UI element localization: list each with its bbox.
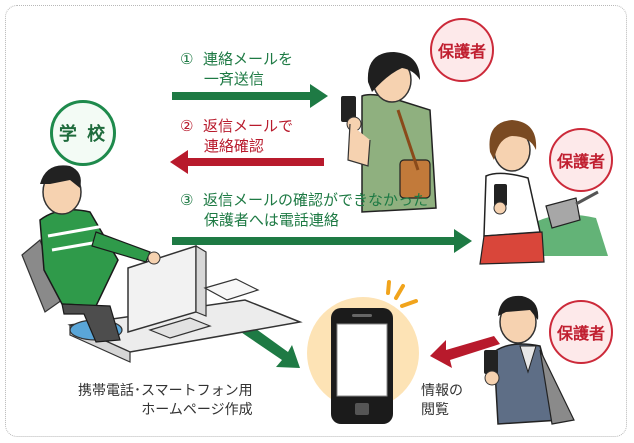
arrow-phone-contact	[172, 229, 472, 253]
browse-caption: 情報の 閲覧	[421, 383, 463, 418]
parent-1-illustration	[341, 52, 437, 213]
parent-badge-2: 保護者	[549, 128, 613, 192]
arrow-parent-view-website	[430, 336, 500, 368]
arrow-reply-to-school	[170, 150, 324, 174]
website-caption: 携帯電話･スマートフォン用 ホームページ作成	[78, 383, 253, 418]
step-1-label: ① 連絡メールを 一斉送信	[180, 50, 293, 88]
parent-badge-1: 保護者	[430, 18, 494, 82]
step-3-label: ③ 返信メールの確認ができなかった 保護者へは電話連絡	[180, 191, 428, 229]
teacher-illustration	[21, 165, 303, 363]
step-2-label: ② 返信メールで 連絡確認	[180, 117, 293, 155]
arrow-send-to-parents	[172, 84, 328, 108]
smartphone-website	[307, 297, 419, 424]
parent-3-illustration	[484, 295, 575, 425]
parent-2-illustration	[479, 120, 608, 265]
alert-burst-icon	[386, 280, 418, 308]
parent-badge-3: 保護者	[549, 300, 613, 364]
school-badge: 学 校	[50, 100, 116, 166]
